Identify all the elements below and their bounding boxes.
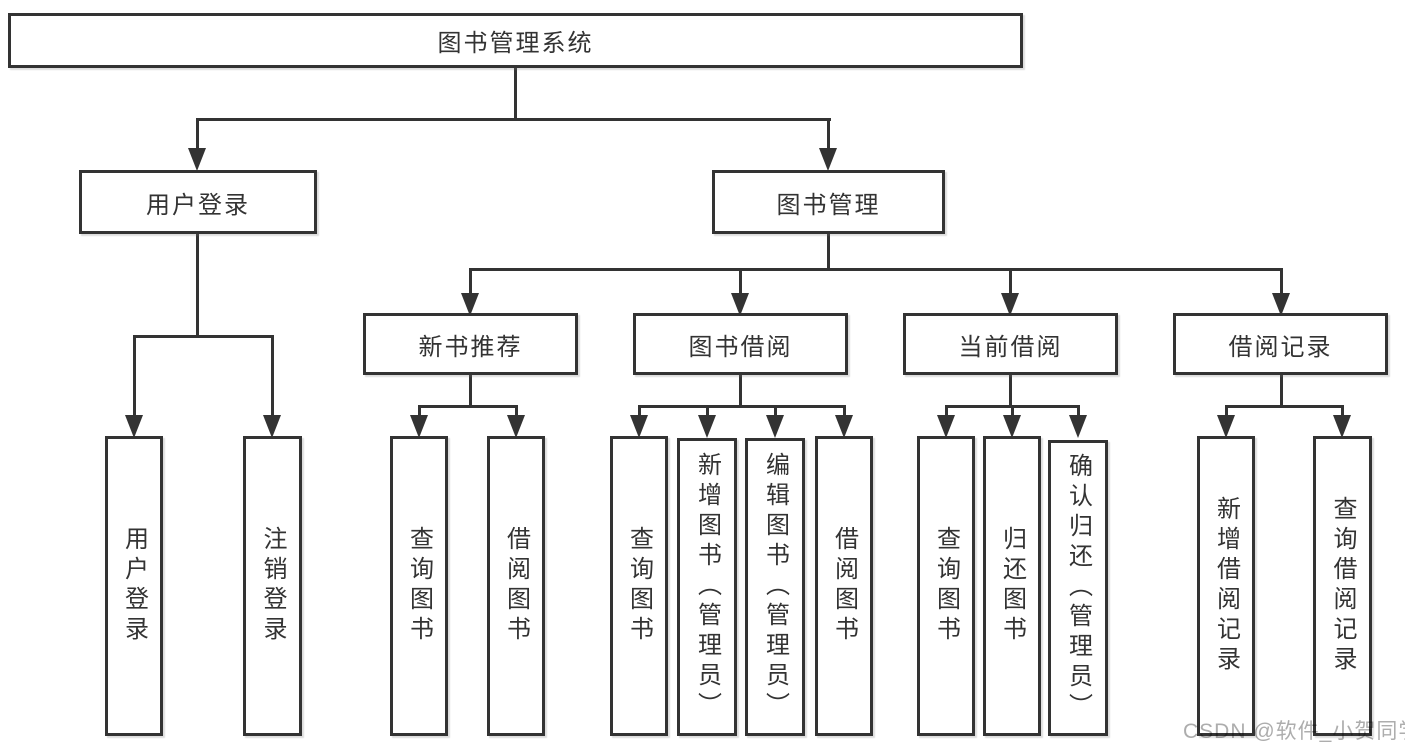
- leaf-confirm-return-admin: 确认归还（管理员）: [1048, 440, 1108, 736]
- connector-vline: [1011, 405, 1014, 419]
- leaf-borrow-books-recommend: 借阅图书: [487, 436, 545, 736]
- arrow-down-icon: [937, 415, 955, 438]
- arrow-down-icon: [630, 415, 648, 438]
- leaf-add-borrow-record: 新增借阅记录: [1197, 436, 1255, 736]
- connector-vline: [774, 405, 777, 419]
- connector-vline: [638, 405, 641, 419]
- leaf-edit-books-admin: 编辑图书（管理员）: [745, 438, 805, 736]
- connector-vline: [1077, 405, 1080, 419]
- connector-hline: [196, 118, 831, 121]
- leaf-user-login: 用户登录: [105, 436, 163, 736]
- arrow-down-icon: [698, 415, 716, 438]
- leaf-query-books-borrow: 查询图书: [610, 436, 668, 736]
- node-book-management: 图书管理: [712, 170, 945, 234]
- arrow-down-icon: [461, 293, 479, 316]
- leaf-borrow-books: 借阅图书: [815, 436, 873, 736]
- leaf-query-books-recommend: 查询图书: [390, 436, 448, 736]
- arrow-down-icon: [410, 415, 428, 438]
- node-current-borrow: 当前借阅: [903, 313, 1118, 375]
- connector-vline: [515, 405, 518, 419]
- arrow-down-icon: [835, 415, 853, 438]
- connector-vline: [196, 118, 199, 154]
- arrow-down-icon: [1333, 415, 1351, 438]
- arrow-down-icon: [731, 293, 749, 316]
- leaf-query-borrow-record: 查询借阅记录: [1313, 436, 1372, 736]
- node-book-borrow: 图书借阅: [633, 313, 848, 375]
- connector-vline: [469, 373, 472, 408]
- leaf-query-books-current: 查询图书: [917, 436, 975, 736]
- arrow-down-icon: [188, 148, 206, 171]
- arrow-down-icon: [1001, 293, 1019, 316]
- node-user-login: 用户登录: [79, 170, 317, 234]
- connector-vline: [1341, 405, 1344, 419]
- leaf-logout: 注销登录: [243, 436, 302, 736]
- connector-vline: [1280, 373, 1283, 408]
- connector-hline: [1225, 405, 1344, 408]
- connector-vline: [1009, 373, 1012, 408]
- connector-vline: [418, 405, 421, 419]
- arrow-down-icon: [1272, 293, 1290, 316]
- csdn-watermark: CSDN @软件_小贺同学: [1183, 720, 1405, 743]
- connector-hline: [638, 405, 846, 408]
- connector-vline: [706, 405, 709, 419]
- connector-vline: [514, 66, 517, 121]
- connector-vline: [133, 335, 136, 417]
- arrow-down-icon: [766, 415, 784, 438]
- connector-hline: [133, 335, 274, 338]
- connector-vline: [843, 405, 846, 419]
- connector-vline: [945, 405, 948, 419]
- connector-vline: [1280, 268, 1283, 296]
- connector-vline: [827, 118, 830, 154]
- node-borrow-records: 借阅记录: [1173, 313, 1388, 375]
- arrow-down-icon: [125, 415, 143, 438]
- arrow-down-icon: [1217, 415, 1235, 438]
- arrow-down-icon: [819, 148, 837, 171]
- connector-vline: [1225, 405, 1228, 419]
- connector-vline: [1009, 268, 1012, 296]
- leaf-add-books-admin: 新增图书（管理员）: [677, 438, 737, 736]
- arrow-down-icon: [1003, 415, 1021, 438]
- arrow-down-icon: [263, 415, 281, 438]
- leaf-return-books: 归还图书: [983, 436, 1041, 736]
- connector-hline: [418, 405, 518, 408]
- arrow-down-icon: [507, 415, 525, 438]
- connector-vline: [827, 232, 830, 271]
- connector-vline: [739, 373, 742, 408]
- connector-vline: [739, 268, 742, 296]
- connector-vline: [196, 232, 199, 338]
- connector-vline: [469, 268, 472, 296]
- connector-vline: [271, 335, 274, 417]
- node-library-system: 图书管理系统: [8, 13, 1023, 68]
- node-new-book-recommend: 新书推荐: [363, 313, 578, 375]
- connector-hline: [469, 268, 1283, 271]
- arrow-down-icon: [1069, 415, 1087, 438]
